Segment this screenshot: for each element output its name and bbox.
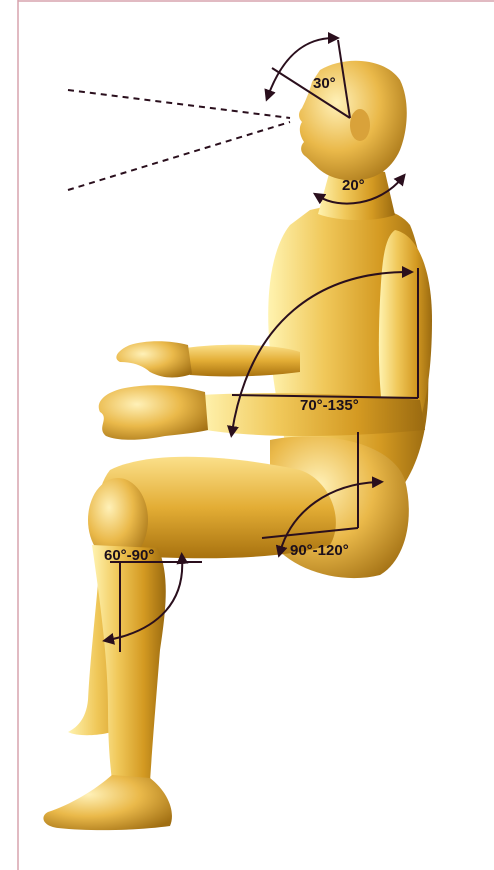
far-forearm [185,345,300,377]
seated-human-figure [43,61,432,830]
near-hand [99,385,208,440]
sight-line-lower [68,122,290,190]
upper-arm [379,230,432,425]
neck-rotation-label: 20° [342,177,365,194]
elbow-angle-label: 70°-135° [300,397,359,414]
knee-angle-label: 60°-90° [104,547,154,564]
head-tilt-label: 30° [313,75,336,92]
far-hand [116,341,192,377]
sight-line-upper [68,90,290,118]
ear [350,109,370,141]
near-foot [43,775,172,830]
hip-angle-label: 90°-120° [290,542,349,559]
